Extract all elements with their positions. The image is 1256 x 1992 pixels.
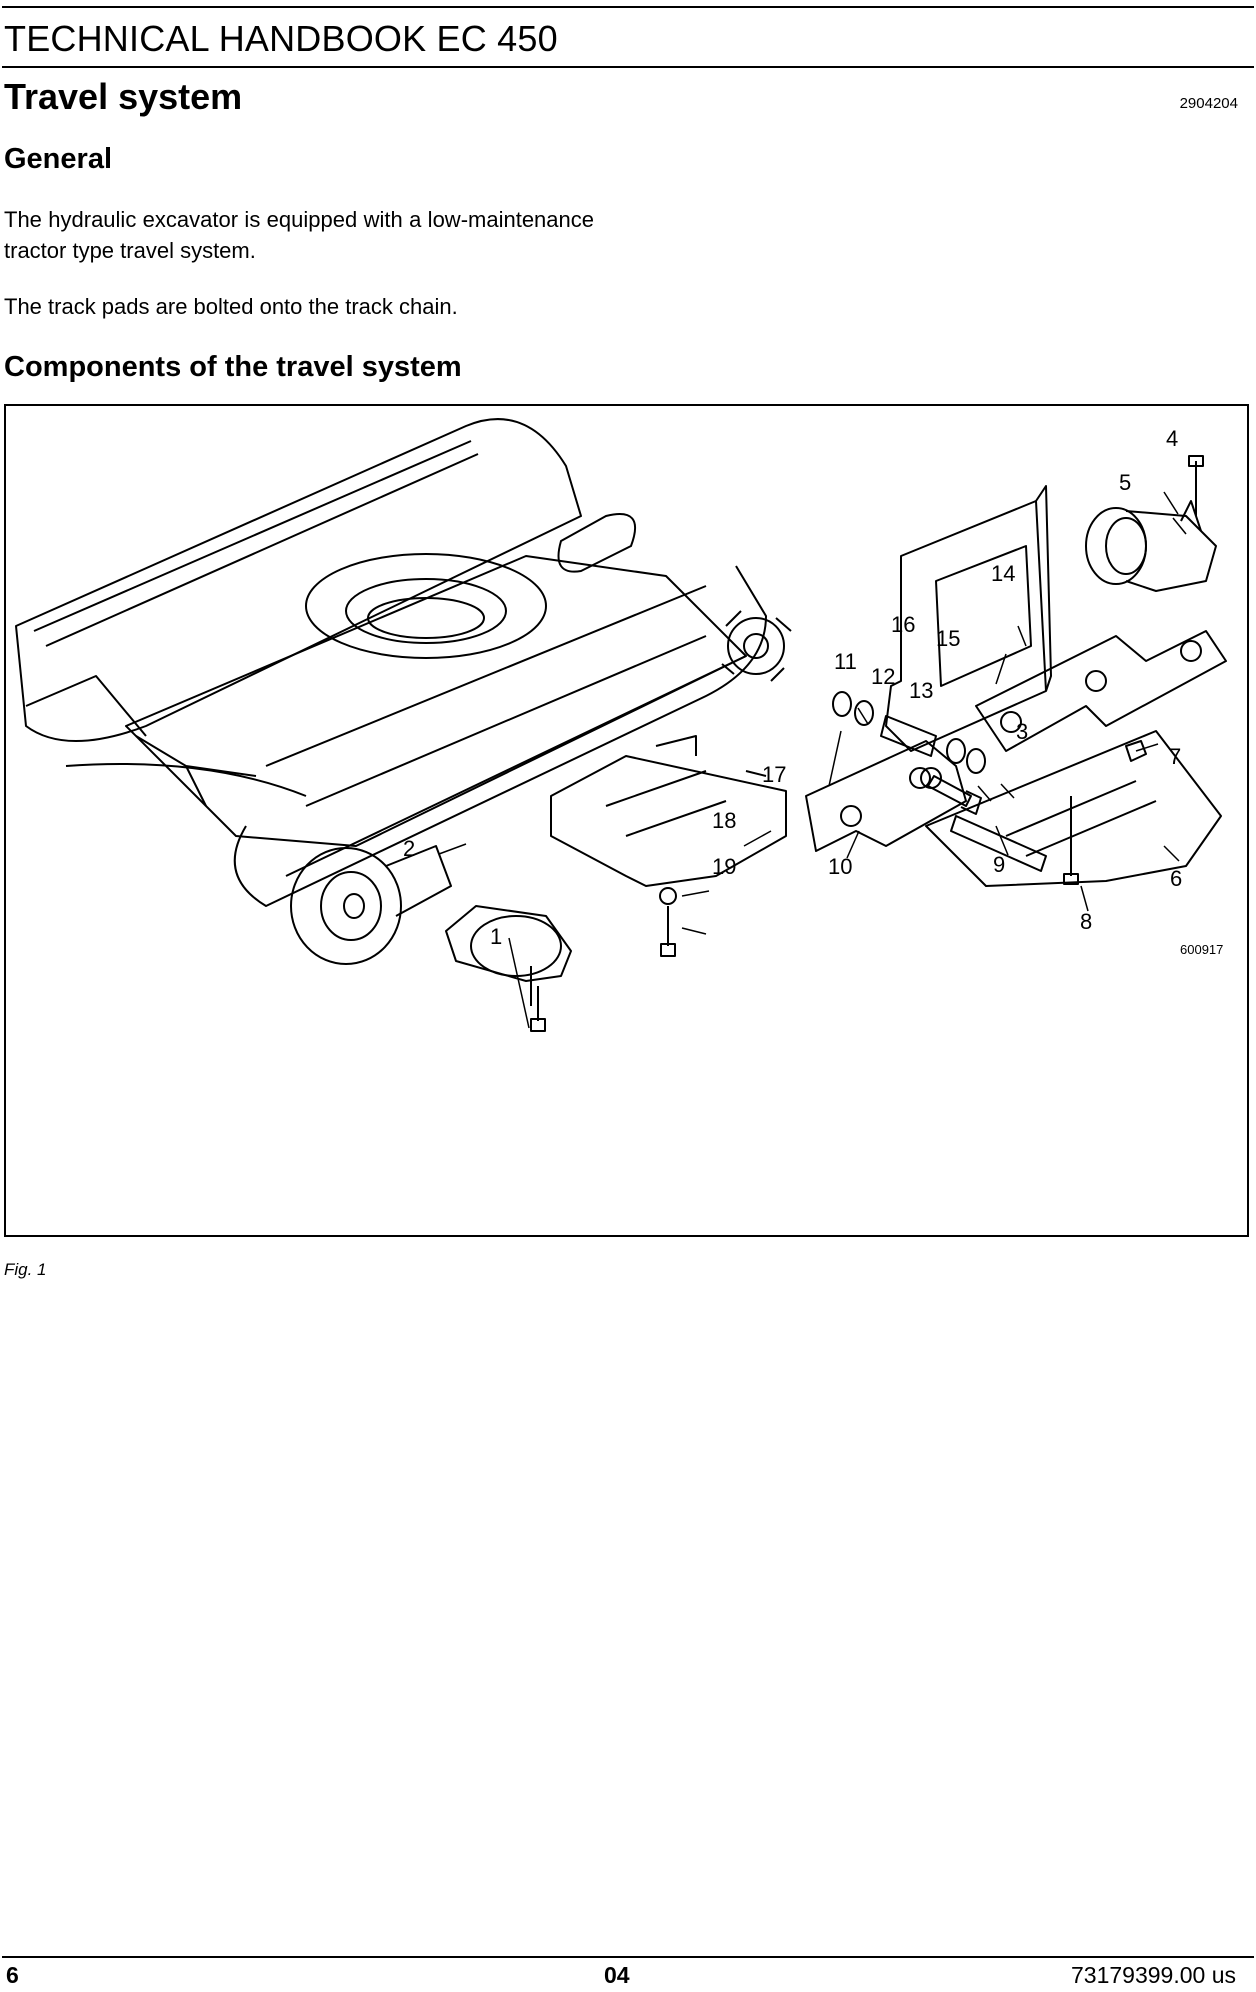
document-number: 73179399.00 us xyxy=(1071,1962,1236,1988)
track-guide-part xyxy=(885,485,1052,752)
callout-16: 16 xyxy=(891,612,915,637)
roller-bolt xyxy=(530,986,546,1032)
callout-4: 4 xyxy=(1166,426,1178,451)
callout-2: 2 xyxy=(403,836,415,861)
callout-8: 8 xyxy=(1080,909,1092,934)
callout-17: 17 xyxy=(762,762,786,787)
exploded-view-drawing: 1 2 3 4 5 6 7 8 9 10 11 12 13 14 15 16 1… xyxy=(15,418,1227,1032)
callout-7: 7 xyxy=(1169,744,1181,769)
components-heading: Components of the travel system xyxy=(4,351,462,383)
section-number: 04 xyxy=(604,1962,630,1988)
guard-bolt-washer xyxy=(659,887,677,957)
handbook-title: TECHNICAL HANDBOOK EC 450 xyxy=(4,18,558,59)
callout-leaders xyxy=(438,491,1187,1029)
callout-19: 19 xyxy=(712,854,736,879)
track-assembly-lower xyxy=(65,565,767,907)
section-code: 2904204 xyxy=(1179,95,1238,112)
pin-bushing-seals xyxy=(832,691,1047,872)
page-number: 6 xyxy=(6,1962,19,1988)
callout-labels: 1 2 3 4 5 6 7 8 9 10 11 12 13 14 15 16 1… xyxy=(403,426,1223,957)
track-chain-links xyxy=(805,630,1227,852)
carrier-roller xyxy=(1085,455,1217,592)
callout-3: 3 xyxy=(1016,719,1028,744)
track-guard xyxy=(550,735,787,887)
footer-rule xyxy=(2,1956,1254,1958)
callout-13: 13 xyxy=(909,678,933,703)
bolt-washer-15-16 xyxy=(909,767,982,815)
track-assembly-upper xyxy=(15,418,582,742)
section-title: Travel system xyxy=(4,76,243,117)
general-heading: General xyxy=(4,143,112,175)
general-paragraph-2: The track pads are bolted onto the track… xyxy=(4,294,458,319)
callout-18: 18 xyxy=(712,808,736,833)
callout-15: 15 xyxy=(936,626,960,651)
callout-11: 11 xyxy=(834,649,857,674)
track-roller xyxy=(445,905,572,1006)
top-rule xyxy=(2,6,1254,8)
callout-9: 9 xyxy=(993,852,1005,877)
callout-6: 6 xyxy=(1170,866,1182,891)
callout-14: 14 xyxy=(991,561,1015,586)
callout-5: 5 xyxy=(1119,470,1131,495)
general-paragraph-1: The hydraulic excavator is equipped with… xyxy=(4,207,594,263)
figure-caption: Fig. 1 xyxy=(4,1260,47,1279)
callout-10: 10 xyxy=(828,854,852,879)
figure-code: 600917 xyxy=(1180,942,1223,957)
pad-bolt-nut xyxy=(1063,740,1147,885)
travel-system-figure: 1 2 3 4 5 6 7 8 9 10 11 12 13 14 15 16 1… xyxy=(4,404,1249,1237)
callout-1: 1 xyxy=(490,924,502,949)
access-cover xyxy=(557,513,636,573)
idler-wheel xyxy=(290,845,452,965)
drive-sprocket xyxy=(721,610,792,682)
callout-12: 12 xyxy=(871,664,895,689)
header-rule xyxy=(2,66,1254,68)
